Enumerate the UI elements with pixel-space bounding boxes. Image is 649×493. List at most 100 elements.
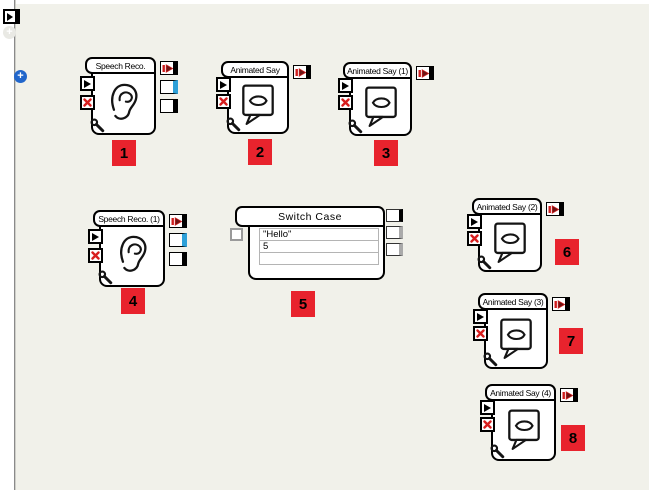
input-port[interactable] — [230, 228, 243, 241]
output-port[interactable] — [169, 252, 187, 266]
box-body[interactable] — [348, 77, 412, 136]
wrench-icon — [477, 255, 492, 270]
output-signal-icon — [295, 67, 306, 77]
input-port-stop[interactable] — [216, 94, 231, 109]
input-port-start[interactable] — [467, 214, 482, 229]
box-animated-say-3[interactable]: Animated Say (3) — [473, 293, 570, 369]
case-input-3[interactable] — [259, 252, 379, 265]
input-port-start[interactable] — [338, 78, 353, 93]
output-port-highlighted[interactable] — [169, 233, 187, 247]
output-port-signal[interactable] — [552, 297, 570, 311]
output-port-signal[interactable] — [169, 214, 187, 228]
wrench-icon — [490, 444, 505, 459]
rail-divider — [14, 0, 15, 490]
play-icon — [7, 12, 13, 21]
box-title-bar[interactable]: Animated Say (3) — [478, 293, 548, 310]
wrench-icon — [226, 117, 241, 132]
output-port-highlighted[interactable] — [160, 80, 178, 94]
red-x-icon — [470, 234, 479, 243]
input-port-stop[interactable] — [338, 95, 353, 110]
speech-bubble-lips-icon — [500, 317, 532, 359]
input-port-start[interactable] — [480, 400, 495, 415]
output-port-signal[interactable] — [416, 66, 434, 80]
case-list: "Hello" 5 — [259, 228, 379, 265]
red-x-icon — [341, 98, 350, 107]
wrench-icon — [98, 270, 113, 285]
box-title: Animated Say (3) — [482, 296, 544, 307]
speech-bubble-lips-icon — [364, 85, 397, 127]
box-title-bar[interactable]: Animated Say (2) — [472, 198, 542, 215]
output-port-case-3[interactable] — [386, 243, 403, 256]
ear-icon — [119, 235, 146, 272]
box-body[interactable] — [90, 72, 156, 135]
input-port-stop[interactable] — [467, 231, 482, 246]
red-x-icon — [483, 420, 492, 429]
step-badge-6: 6 — [555, 239, 579, 265]
step-badge-2: 2 — [248, 139, 272, 165]
input-port-stop[interactable] — [80, 95, 95, 110]
red-x-icon — [219, 97, 228, 106]
box-title-bar[interactable]: Animated Say (4) — [485, 384, 556, 401]
input-port-stop[interactable] — [88, 248, 103, 263]
box-title-bar[interactable]: Speech Reco. — [85, 57, 156, 74]
run-behavior-button[interactable] — [3, 9, 20, 24]
input-port-stop[interactable] — [480, 417, 495, 432]
box-speech-reco-1[interactable]: Speech Reco. (1) — [88, 210, 187, 287]
box-switch-case[interactable]: Switch Case "Hello" 5 — [230, 206, 403, 280]
step-badge-5: 5 — [291, 291, 315, 317]
output-signal-icon — [562, 390, 573, 400]
output-port-signal[interactable] — [560, 388, 578, 402]
wrench-icon — [348, 119, 363, 134]
box-animated-say-4[interactable]: Animated Say (4) — [480, 384, 578, 461]
step-badge-7: 7 — [559, 328, 583, 354]
output-port-signal[interactable] — [546, 202, 564, 216]
box-title: Speech Reco. — [95, 60, 146, 71]
box-animated-say-2[interactable]: Animated Say (2) — [467, 198, 564, 272]
box-body[interactable] — [226, 76, 289, 134]
input-port-start[interactable] — [216, 77, 231, 92]
output-port-case-1[interactable] — [386, 209, 403, 222]
box-title: Animated Say (2) — [476, 201, 538, 212]
box-body[interactable]: "Hello" 5 — [248, 225, 385, 280]
box-title: Animated Say (1) — [347, 65, 408, 76]
box-animated-say[interactable]: Animated Say — [216, 61, 311, 134]
output-signal-icon — [162, 63, 173, 73]
speech-bubble-lips-icon — [494, 221, 526, 263]
box-title-bar[interactable]: Animated Say (1) — [343, 62, 412, 79]
add-entry-point-button[interactable]: + — [14, 70, 27, 83]
speech-bubble-lips-icon — [242, 84, 274, 125]
red-x-icon — [91, 251, 100, 260]
output-port-case-2[interactable] — [386, 226, 403, 239]
box-title-bar[interactable]: Switch Case — [235, 206, 385, 227]
output-port-signal[interactable] — [293, 65, 311, 79]
step-badge-1: 1 — [112, 140, 136, 166]
box-title-bar[interactable]: Animated Say — [221, 61, 289, 78]
speech-bubble-lips-icon — [507, 409, 540, 450]
input-port-start[interactable] — [473, 309, 488, 324]
input-port-stop[interactable] — [473, 326, 488, 341]
box-animated-say-1[interactable]: Animated Say (1) — [338, 62, 434, 136]
wrench-icon — [90, 118, 105, 133]
box-title-bar[interactable]: Speech Reco. (1) — [93, 210, 165, 227]
step-badge-3: 3 — [374, 140, 398, 166]
box-body[interactable] — [98, 225, 165, 287]
box-speech-reco[interactable]: Speech Reco. — [80, 57, 178, 135]
box-body[interactable] — [483, 308, 548, 369]
input-port-start[interactable] — [88, 229, 103, 244]
play-icon — [484, 403, 491, 412]
red-x-icon — [83, 98, 92, 107]
left-rail — [0, 0, 14, 493]
play-icon — [92, 232, 99, 241]
play-icon — [220, 80, 227, 89]
output-signal-icon — [171, 216, 182, 226]
play-icon — [342, 81, 349, 90]
output-signal-icon — [418, 68, 429, 78]
output-port-signal[interactable] — [160, 61, 178, 75]
output-port[interactable] — [160, 99, 178, 113]
red-x-icon — [476, 329, 485, 338]
box-body[interactable] — [490, 399, 556, 461]
ear-icon — [111, 83, 138, 120]
input-port-start[interactable] — [80, 76, 95, 91]
box-body[interactable] — [477, 213, 542, 272]
